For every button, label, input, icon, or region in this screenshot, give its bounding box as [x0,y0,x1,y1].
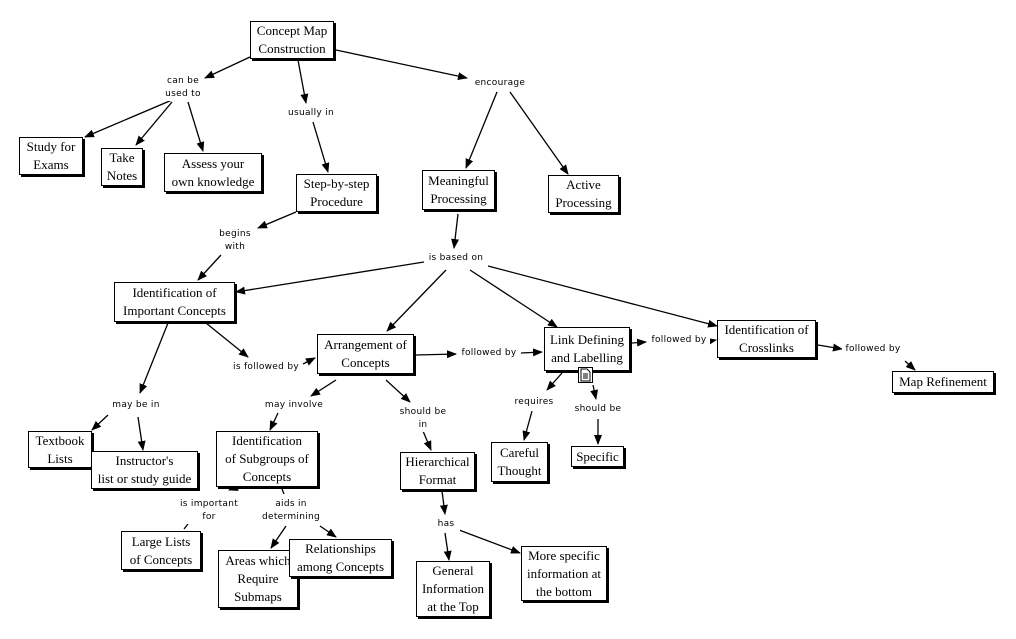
link-followed-by-linkdef[interactable]: followed by [648,334,710,347]
node-instructors-list-or-study-guide[interactable]: Instructor's list or study guide [91,451,198,489]
node-identification-of-important-concepts[interactable]: Identification of Important Concepts [114,282,235,322]
node-large-lists-of-concepts[interactable]: Large Lists of Concepts [121,531,201,570]
link-may-involve[interactable]: may involve [262,399,326,412]
link-is-based-on[interactable]: is based on [425,252,487,265]
link-followed-by-arrangement[interactable]: followed by [458,347,520,360]
node-step-by-step-procedure[interactable]: Step-by-step Procedure [296,174,377,212]
document-icon[interactable] [578,367,593,383]
node-relationships-among-concepts[interactable]: Relationships among Concepts [289,539,392,577]
node-map-refinement[interactable]: Map Refinement [892,371,994,393]
node-hierarchical-format[interactable]: Hierarchical Format [400,452,475,490]
link-should-be-in[interactable]: should be in [395,406,451,432]
node-arrangement-of-concepts[interactable]: Arrangement of Concepts [317,334,414,374]
node-general-information-at-the-top[interactable]: General Information at the Top [416,561,490,617]
link-is-followed-by[interactable]: is followed by [230,361,302,374]
document-icon-glyph [580,368,591,382]
link-aids-in-determining[interactable]: aids in determining [260,498,322,524]
node-more-specific-information-at-the-bottom[interactable]: More specific information at the bottom [521,546,607,601]
link-requires[interactable]: requires [511,396,557,409]
node-careful-thought[interactable]: Careful Thought [491,442,548,482]
link-followed-by-crosslinks[interactable]: followed by [842,343,904,356]
link-encourage[interactable]: encourage [472,77,528,90]
link-begins-with[interactable]: begins with [216,228,254,254]
link-has[interactable]: has [432,518,460,531]
node-active-processing[interactable]: Active Processing [548,175,619,213]
link-usually-in[interactable]: usually in [285,107,337,120]
node-meaningful-processing[interactable]: Meaningful Processing [422,170,495,210]
link-is-important-for[interactable]: is important for [178,498,240,524]
link-may-be-in[interactable]: may be in [110,399,162,412]
node-identification-of-crosslinks[interactable]: Identification of Crosslinks [717,320,816,358]
link-can-be-used-to[interactable]: can be used to [162,75,204,101]
link-should-be[interactable]: should be [570,403,626,416]
node-take-notes[interactable]: Take Notes [101,148,143,186]
node-identification-of-subgroups[interactable]: Identification of Subgroups of Concepts [216,431,318,487]
node-assess-your-own-knowledge[interactable]: Assess your own knowledge [164,153,262,192]
node-study-for-exams[interactable]: Study for Exams [19,137,83,175]
node-link-defining-and-labelling[interactable]: Link Defining and Labelling [544,327,630,371]
node-specific[interactable]: Specific [571,446,624,467]
node-areas-which-require-submaps[interactable]: Areas which Require Submaps [218,550,298,608]
node-textbook-lists[interactable]: Textbook Lists [28,431,92,468]
node-concept-map-construction[interactable]: Concept Map Construction [250,21,334,59]
